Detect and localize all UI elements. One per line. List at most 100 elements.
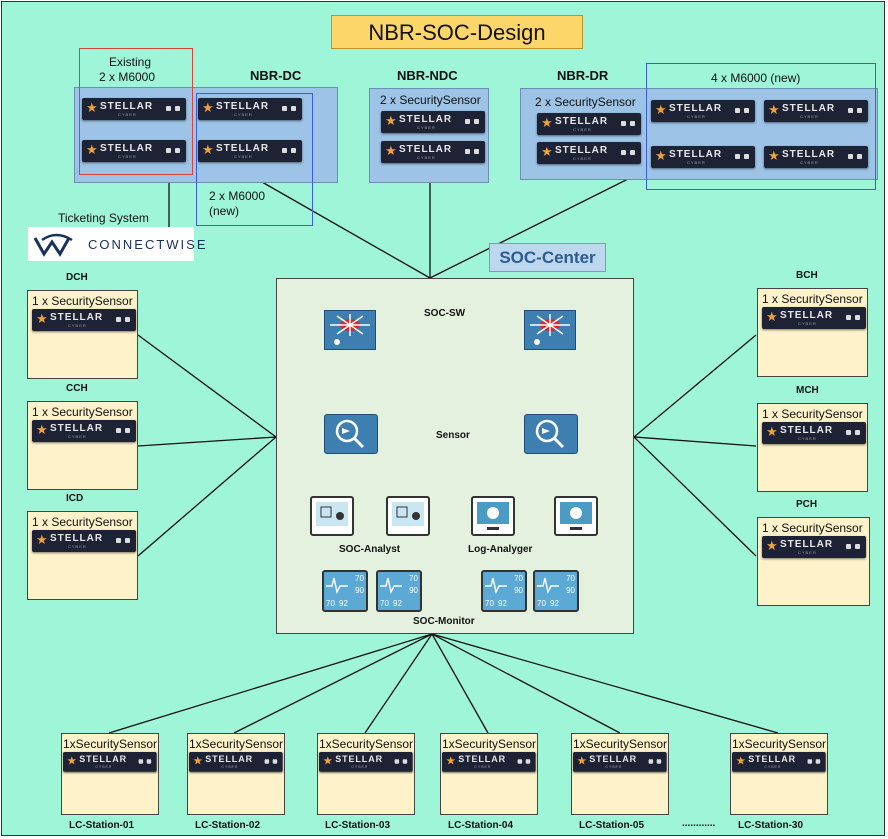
- connectwise-icon: [33, 233, 73, 257]
- station-sensor-appliance: ★ STELLAR CYBER: [442, 752, 536, 772]
- soc-switch-icon: [324, 310, 376, 350]
- gauge-top: 70: [514, 574, 523, 583]
- device-sub: CYBER: [798, 321, 817, 326]
- device-sub: CYBER: [68, 544, 87, 549]
- stellar-cyber-appliance: ★ STELLAR CYBER: [198, 98, 302, 120]
- station-sensor-label: 1xSecuritySensor: [732, 737, 827, 751]
- site-box: 1 x SecuritySensor: [757, 517, 870, 606]
- site-sensor-appliance: ★ STELLAR CYBER: [32, 309, 136, 331]
- device-sub: CYBER: [234, 154, 253, 159]
- device-indicator-icon: [848, 108, 862, 113]
- device-indicator-icon: [465, 119, 479, 124]
- star-logo-icon: ★: [768, 148, 780, 163]
- device-indicator-icon: [648, 759, 662, 764]
- station-sensor-appliance: ★ STELLAR CYBER: [573, 752, 667, 772]
- station-sensor-label: 1xSecuritySensor: [573, 737, 668, 751]
- stellar-cyber-appliance: ★ STELLAR CYBER: [651, 100, 755, 122]
- station-sensor-appliance: ★ STELLAR CYBER: [63, 752, 157, 772]
- star-logo-icon: ★: [576, 753, 588, 768]
- star-logo-icon: ★: [66, 753, 78, 768]
- site-box: 1 x SecuritySensor: [27, 290, 138, 379]
- star-logo-icon: ★: [766, 424, 778, 439]
- device-sub: CYBER: [798, 436, 817, 441]
- station-box: 1xSecuritySensor: [730, 733, 828, 815]
- nbr-dc-label: NBR-DC: [250, 68, 302, 83]
- star-logo-icon: ★: [192, 753, 204, 768]
- device-indicator-icon: [735, 154, 749, 159]
- site-sensor-appliance: ★ STELLAR CYBER: [762, 536, 866, 558]
- site-name: ICD: [66, 493, 84, 504]
- star-logo-icon: ★: [735, 753, 747, 768]
- device-brand: STELLAR: [458, 754, 506, 765]
- star-logo-icon: ★: [766, 309, 778, 324]
- nbr-ndc-label: NBR-NDC: [397, 68, 458, 83]
- device-indicator-icon: [394, 759, 408, 764]
- station-30-link: [431, 633, 779, 734]
- device-indicator-icon: [166, 148, 180, 153]
- soc-center-label: SOC-Center: [489, 243, 606, 272]
- device-indicator-icon: [846, 430, 860, 435]
- station-name: LC-Station-02: [195, 820, 260, 831]
- device-brand: STELLAR: [50, 423, 104, 434]
- device-indicator-icon: [282, 148, 296, 153]
- device-sub: CYBER: [573, 156, 592, 161]
- station-box: 1xSecuritySensor: [317, 733, 415, 815]
- station-01-link: [108, 633, 433, 734]
- device-sub: CYBER: [605, 764, 623, 770]
- device-brand: STELLAR: [782, 103, 836, 114]
- dr-new-count: 4 x M6000 (new): [711, 71, 801, 85]
- star-logo-icon: ★: [541, 115, 553, 130]
- star-logo-icon: ★: [385, 143, 397, 158]
- mch-link: [633, 436, 757, 447]
- device-brand: STELLAR: [399, 114, 453, 125]
- device-brand: STELLAR: [100, 143, 154, 154]
- site-box: 1 x SecuritySensor: [27, 401, 138, 490]
- soc-monitor-label: SOC-Monitor: [413, 616, 475, 627]
- device-indicator-icon: [264, 759, 278, 764]
- gauge-left: 70: [380, 599, 389, 608]
- analyst-workstation-icon: [310, 496, 354, 536]
- site-sensor-label: 1 x SecuritySensor: [32, 405, 133, 419]
- device-sub: CYBER: [118, 112, 137, 117]
- gauge-top: 70: [409, 574, 418, 583]
- site-name: PCH: [796, 499, 818, 510]
- station-04-link: [431, 633, 489, 734]
- stellar-cyber-appliance: ★ STELLAR CYBER: [82, 140, 186, 162]
- site-sensor-label: 1 x SecuritySensor: [762, 407, 863, 421]
- sensor-magnifier-icon: [324, 414, 378, 454]
- soc-switch-icon: [524, 310, 576, 350]
- device-sub: CYBER: [798, 550, 817, 555]
- device-brand: STELLAR: [589, 754, 637, 765]
- site-name: MCH: [796, 385, 819, 396]
- site-name: CCH: [66, 383, 88, 394]
- gauge-left: 70: [326, 599, 335, 608]
- star-logo-icon: ★: [36, 311, 48, 326]
- patient-monitor-icon: 70 90 70 92: [376, 570, 422, 612]
- device-indicator-icon: [116, 538, 130, 543]
- device-indicator-icon: [116, 428, 130, 433]
- gauge-top: 70: [355, 574, 364, 583]
- device-indicator-icon: [517, 759, 531, 764]
- station-name: LC-Station-01: [69, 820, 134, 831]
- patient-monitor-icon: 70 90 70 92: [322, 570, 368, 612]
- pch-link: [633, 436, 757, 557]
- device-indicator-icon: [735, 108, 749, 113]
- star-logo-icon: ★: [768, 102, 780, 117]
- station-sensor-label: 1xSecuritySensor: [442, 737, 537, 751]
- device-sub: CYBER: [351, 764, 369, 770]
- device-indicator-icon: [846, 315, 860, 320]
- station-name: LC-Station-05: [579, 820, 644, 831]
- device-brand: STELLAR: [216, 143, 270, 154]
- site-sensor-appliance: ★ STELLAR CYBER: [762, 307, 866, 329]
- stellar-cyber-appliance: ★ STELLAR CYBER: [537, 142, 641, 164]
- gauge-bottom: 90: [566, 586, 575, 595]
- device-brand: STELLAR: [780, 425, 834, 436]
- device-brand: STELLAR: [335, 754, 383, 765]
- device-brand: STELLAR: [205, 754, 253, 765]
- device-brand: STELLAR: [780, 310, 834, 321]
- station-name: LC-Station-30: [738, 820, 803, 831]
- device-sub: CYBER: [68, 323, 87, 328]
- site-box: 1 x SecuritySensor: [757, 288, 868, 377]
- station-name: LC-Station-04: [448, 820, 513, 831]
- site-box: 1 x SecuritySensor: [27, 511, 138, 600]
